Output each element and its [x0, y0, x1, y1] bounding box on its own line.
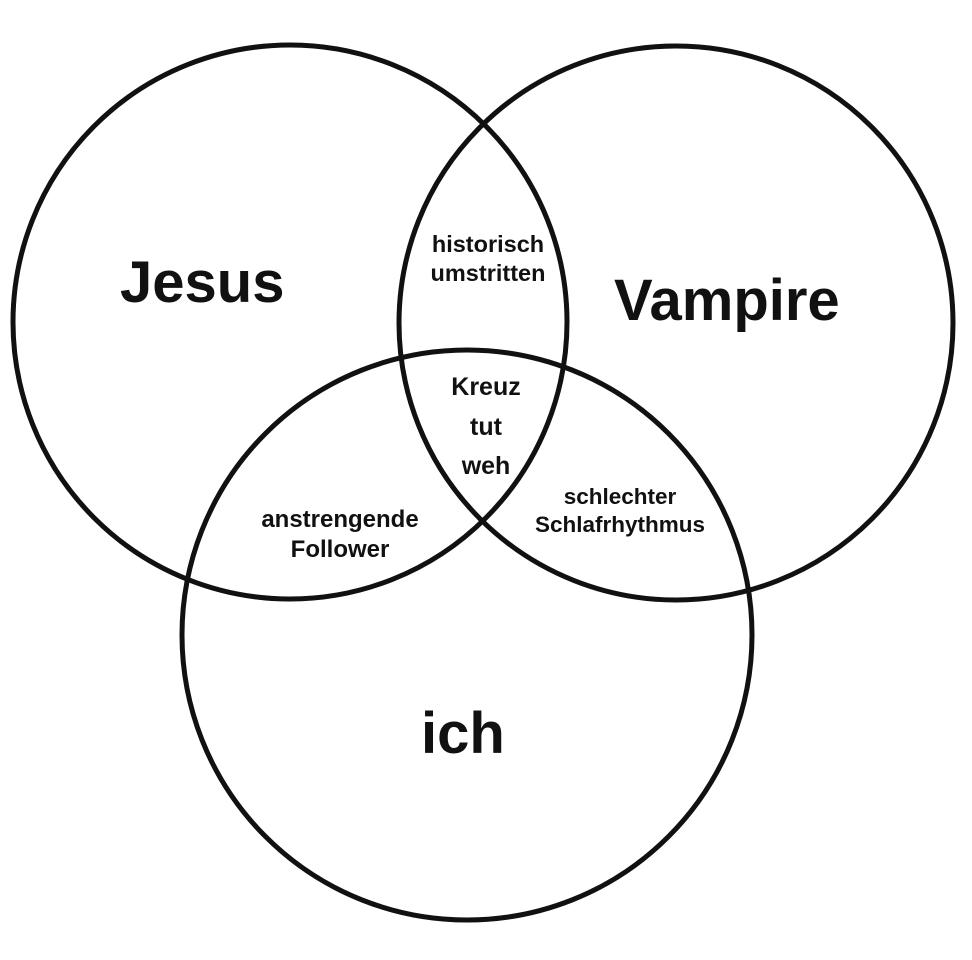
region-text-line: Follower — [290, 536, 390, 563]
set-label-ich: ich — [421, 701, 505, 766]
region-text-line: weh — [461, 452, 511, 480]
circle-ich — [179, 347, 755, 923]
region-label-jesus-ich: anstrengende Follower — [220, 505, 460, 565]
region-text-line: schlechter — [563, 484, 677, 509]
circle-jesus — [10, 42, 570, 602]
circle-vampire — [396, 43, 956, 603]
set-label-vampire: Vampire — [614, 268, 840, 333]
region-text-line: historisch — [431, 231, 545, 257]
set-label-jesus: Jesus — [120, 250, 285, 315]
region-text-line: Kreuz — [451, 373, 521, 401]
region-text-line: anstrengende — [261, 506, 419, 533]
region-text-line: Schlafrhythmus — [534, 512, 706, 538]
region-text-line: tut — [470, 412, 502, 441]
region-label-center: Kreuz tut weh — [424, 368, 548, 487]
region-label-jesus-vampire: historisch umstritten — [402, 230, 574, 289]
region-text-line: umstritten — [430, 260, 546, 287]
region-label-vampire-ich: schlechter Schlafrhythmus — [496, 483, 744, 539]
